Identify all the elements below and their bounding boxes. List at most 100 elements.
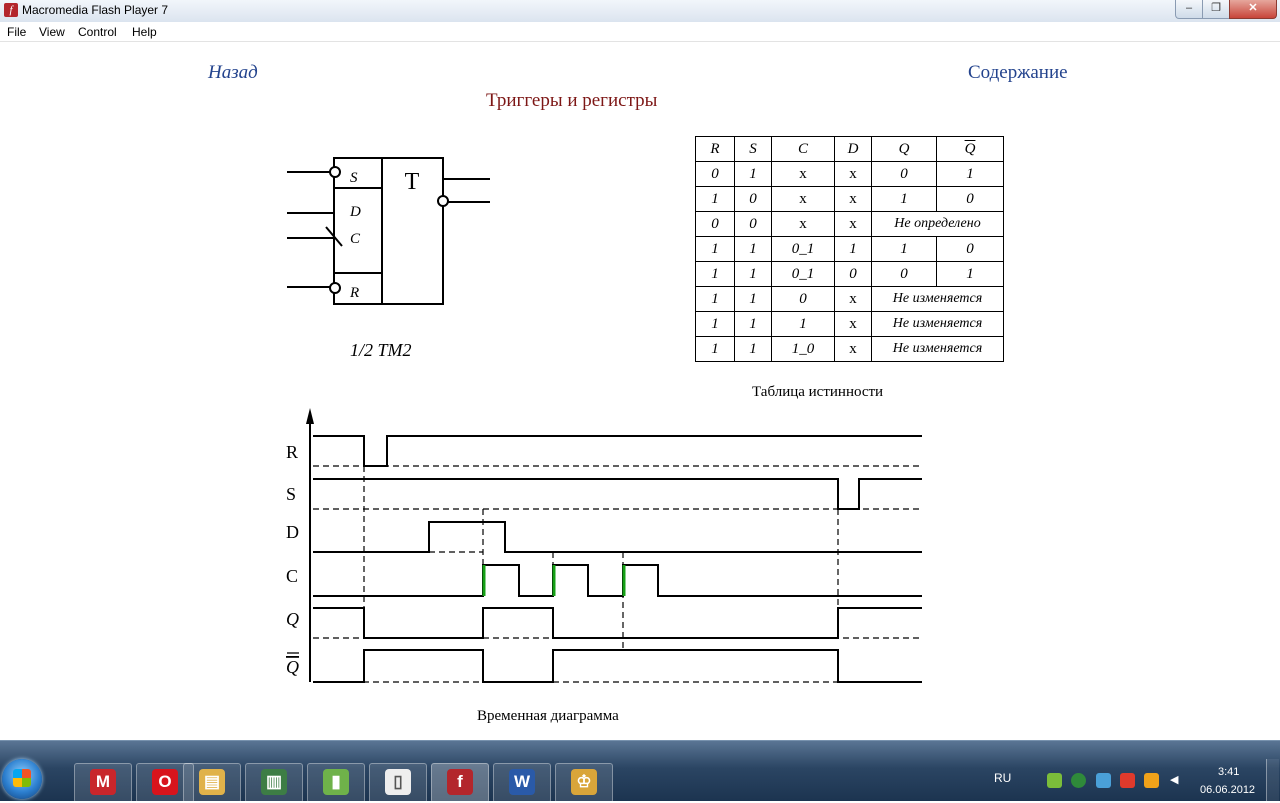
table-cell: 0 bbox=[871, 161, 937, 187]
app-document-icon: ▯ bbox=[385, 769, 411, 795]
th-q: Q bbox=[871, 136, 937, 162]
table-cell: Не изменяется bbox=[871, 286, 1004, 312]
table-cell: 0 bbox=[871, 261, 937, 287]
menu-view[interactable]: View bbox=[39, 25, 65, 39]
wave-s bbox=[313, 478, 922, 510]
tray-expand-icon[interactable]: ◀ bbox=[1170, 774, 1179, 786]
th-s: S bbox=[734, 136, 772, 162]
windows-logo-icon bbox=[13, 769, 31, 787]
app-cards-button[interactable]: ♔ bbox=[555, 763, 613, 803]
app-gauge-icon: ▮ bbox=[323, 769, 349, 795]
wave-q bbox=[313, 607, 922, 639]
contents-link[interactable]: Содержание bbox=[968, 62, 1068, 83]
ff-pin-r: R bbox=[349, 285, 359, 301]
table-cell: 1 bbox=[695, 186, 735, 212]
table-cell: 1 bbox=[734, 336, 772, 362]
signal-label-q: Q bbox=[286, 609, 299, 629]
wave-qbar bbox=[313, 649, 922, 683]
timing-dashed bbox=[313, 465, 922, 683]
window-title: Macromedia Flash Player 7 bbox=[22, 3, 169, 17]
ff-body-box bbox=[381, 157, 444, 305]
show-desktop-button[interactable] bbox=[1266, 759, 1279, 801]
clock-date[interactable]: 06.06.2012 bbox=[1200, 784, 1256, 796]
table-cell: x bbox=[834, 161, 872, 187]
ff-r-inversion bbox=[329, 282, 341, 294]
clock-time[interactable]: 3:41 bbox=[1218, 766, 1240, 778]
table-cell: 0 bbox=[695, 161, 735, 187]
table-cell: 0 bbox=[936, 186, 1004, 212]
minimize-button[interactable]: – bbox=[1175, 0, 1203, 19]
tray-torrent-icon[interactable] bbox=[1071, 773, 1086, 788]
app-tray-red-button[interactable]: M bbox=[74, 763, 132, 803]
menu-file[interactable]: File bbox=[7, 25, 27, 39]
table-cell: x bbox=[834, 286, 872, 312]
menu-control[interactable]: Control bbox=[78, 25, 117, 39]
tray-antivirus-icon[interactable] bbox=[1096, 773, 1111, 788]
table-cell: 1 bbox=[734, 236, 772, 262]
ff-nq-inversion bbox=[437, 195, 449, 207]
tray-mail-icon[interactable] bbox=[1120, 773, 1135, 788]
signal-label-qbar: Q bbox=[286, 657, 299, 677]
app-flash-button[interactable]: f bbox=[431, 763, 489, 803]
table-cell: 0 bbox=[771, 286, 835, 312]
start-button[interactable] bbox=[2, 759, 42, 799]
app-word-icon: W bbox=[509, 769, 535, 795]
table-cell: Не изменяется bbox=[871, 311, 1004, 337]
table-cell: 1 bbox=[771, 311, 835, 337]
app-explorer-button[interactable]: ▤ bbox=[183, 763, 241, 803]
table-cell: 1 bbox=[936, 261, 1004, 287]
signal-label-s: S bbox=[286, 484, 296, 504]
app-flash-icon: f bbox=[447, 769, 473, 795]
window-title-bar[interactable]: f Macromedia Flash Player 7 – ❐ ✕ bbox=[0, 0, 1280, 23]
flipflop-symbol: Т S D C R bbox=[287, 157, 490, 305]
signal-label-d: D bbox=[286, 522, 299, 542]
menu-bar: File View Control Help bbox=[0, 22, 1280, 42]
table-cell: 1 bbox=[695, 311, 735, 337]
truth-table-header: R S C D Q Q bbox=[695, 136, 1004, 162]
app-monitor-icon: ▥ bbox=[261, 769, 287, 795]
tray-media-icon[interactable] bbox=[1144, 773, 1159, 788]
table-cell: 1 bbox=[695, 286, 735, 312]
app-word-button[interactable]: W bbox=[493, 763, 551, 803]
ff-pin-d: D bbox=[349, 204, 361, 220]
maximize-button[interactable]: ❐ bbox=[1202, 0, 1230, 19]
app-opera-button[interactable]: O bbox=[136, 763, 194, 803]
timing-diagram: R S D C Q Q bbox=[286, 408, 922, 683]
language-indicator[interactable]: RU bbox=[994, 771, 1012, 785]
ff-symbol: Т bbox=[405, 169, 420, 195]
ff-s-inversion bbox=[329, 166, 341, 178]
ff-c-edge-mark bbox=[325, 226, 343, 247]
th-d: D bbox=[834, 136, 872, 162]
table-cell: 1 bbox=[695, 236, 735, 262]
close-button[interactable]: ✕ bbox=[1229, 0, 1277, 19]
timing-diagram-caption: Временная диаграмма bbox=[477, 708, 619, 724]
flash-content: Назад Содержание Триггеры и регистры Т S… bbox=[0, 42, 1280, 740]
truth-table-caption: Таблица истинности bbox=[752, 384, 884, 400]
table-cell: x bbox=[771, 161, 835, 187]
table-cell: x bbox=[771, 211, 835, 237]
tray-network-icon[interactable] bbox=[1047, 773, 1062, 788]
table-cell: x bbox=[834, 211, 872, 237]
table-cell: 1 bbox=[695, 261, 735, 287]
table-cell: 1 bbox=[936, 161, 1004, 187]
app-gauge-button[interactable]: ▮ bbox=[307, 763, 365, 803]
app-tray-red-icon: M bbox=[90, 769, 116, 795]
menu-help[interactable]: Help bbox=[132, 25, 157, 39]
th-r: R bbox=[695, 136, 735, 162]
wave-d bbox=[313, 521, 922, 553]
back-link[interactable]: Назад bbox=[208, 62, 258, 83]
signal-label-r: R bbox=[286, 442, 298, 462]
th-c: C bbox=[771, 136, 835, 162]
app-document-button[interactable]: ▯ bbox=[369, 763, 427, 803]
table-cell: x bbox=[834, 186, 872, 212]
table-cell: 1 bbox=[734, 311, 772, 337]
flipflop-label: 1/2 ТМ2 bbox=[350, 340, 412, 360]
app-monitor-button[interactable]: ▥ bbox=[245, 763, 303, 803]
flash-player-icon: f bbox=[4, 3, 18, 17]
